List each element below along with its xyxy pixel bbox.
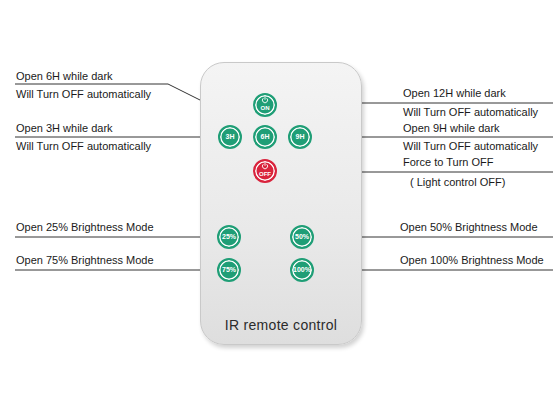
callout-text: Open 25% Brightness Mode — [16, 221, 154, 234]
power-bar — [265, 97, 266, 100]
callout-text: Open 50% Brightness Mode — [400, 221, 538, 234]
button-label: 100% — [293, 266, 311, 274]
callout-text: Open 9H while dark — [403, 122, 500, 135]
leader-line — [15, 137, 218, 138]
remote-title: IR remote control — [201, 317, 361, 333]
callout-text: Open 12H while dark — [403, 87, 506, 100]
button-label: 50% — [295, 233, 309, 241]
button-label: 75% — [222, 266, 236, 274]
leader-line — [15, 270, 217, 271]
remote-button: 3H — [218, 125, 242, 149]
button-label: 25% — [222, 233, 236, 241]
callout-text: Will Turn OFF automatically — [16, 140, 151, 153]
remote-button: 25% — [217, 225, 241, 249]
callout-text: Will Turn OFF automatically — [403, 140, 538, 153]
remote-button: 9H — [288, 125, 312, 149]
button-label: 6H — [261, 133, 270, 141]
leader-line — [15, 237, 217, 238]
power-bar — [265, 163, 266, 166]
button-label: 9H — [296, 133, 305, 141]
button-label: 3H — [226, 133, 235, 141]
remote-button: 50% — [290, 225, 314, 249]
callout-text: Open 3H while dark — [16, 122, 113, 135]
remote-body: IR remote control ON 3H 6H 9H OFF 25% 50% 75% 100… — [200, 62, 362, 345]
power-icon — [261, 162, 269, 170]
remote-button: 100% — [290, 258, 314, 282]
callout-text: Will Turn OFF automatically — [16, 88, 151, 101]
button-label: ON — [261, 105, 270, 112]
remote-button: 75% — [217, 258, 241, 282]
remote-button: ON — [253, 93, 277, 117]
callout-text: Force to Turn OFF — [403, 156, 493, 169]
callout-text: Open 6H while dark — [16, 70, 113, 83]
callout-text: ( Light control OFF) — [410, 176, 505, 189]
button-label: OFF — [259, 171, 271, 178]
callout-text: Open 100% Brightness Mode — [400, 254, 544, 267]
callout-text: Open 75% Brightness Mode — [16, 254, 154, 267]
remote-button: 6H — [253, 125, 277, 149]
power-icon — [261, 96, 269, 104]
remote-button: OFF — [253, 159, 277, 183]
callout-text: Will Turn OFF automatically — [403, 106, 538, 119]
